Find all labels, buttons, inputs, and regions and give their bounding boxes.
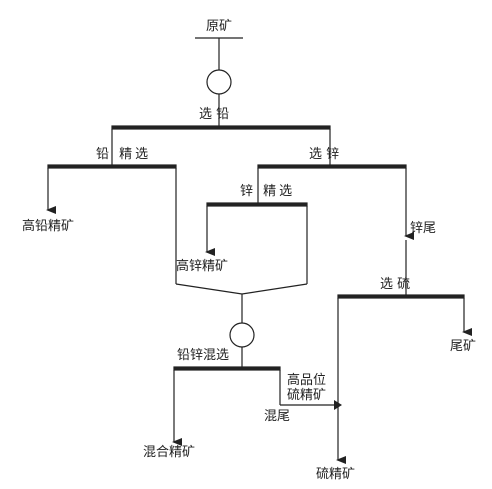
mixed-tailings-arrowhead [334, 400, 342, 410]
high-grade-sulfur-concentrate-label-2: 硫精矿 [287, 388, 327, 403]
grinding-mill-circle [206, 69, 232, 95]
regrind-mill-circle [229, 322, 255, 348]
mixed-tailings-label: 混尾 [264, 409, 291, 424]
zinc-flotation-label: 选 锌 [309, 147, 340, 162]
sulfur-flotation-label: 选 硫 [380, 277, 411, 292]
mixed-flotation-cell [173, 366, 281, 371]
zinc-flotation-cell [257, 164, 407, 169]
high-grade-sulfur-concentrate-label-1: 高品位 [287, 373, 327, 388]
mixed-concentrate-label: 混合精矿 [143, 445, 196, 460]
lead-flotation-label: 选 铅 [199, 107, 230, 122]
sulfur-concentrate-label: 硫精矿 [316, 467, 356, 482]
tailings-merge-funnel [175, 283, 308, 295]
sulfur-flotation-cell [337, 294, 465, 299]
lead-zinc-mixed-cleaning-label: 铅锌混选 [177, 348, 230, 363]
raw-ore-label: 原矿 [206, 19, 233, 34]
lead-flotation-cell [111, 125, 331, 130]
lead-cleaning-cell [47, 164, 177, 169]
tailings-label: 尾矿 [450, 339, 477, 354]
high-lead-concentrate-label: 高铅精矿 [22, 219, 75, 234]
high-zinc-concentrate-label: 高锌精矿 [176, 259, 229, 274]
zinc-cleaning-label: 锌 精选 [240, 184, 296, 199]
zinc-cleaning-cell [206, 202, 308, 207]
lead-cleaning-label: 铅 精选 [96, 147, 152, 162]
zinc-tailings-label: 锌尾 [410, 221, 437, 236]
